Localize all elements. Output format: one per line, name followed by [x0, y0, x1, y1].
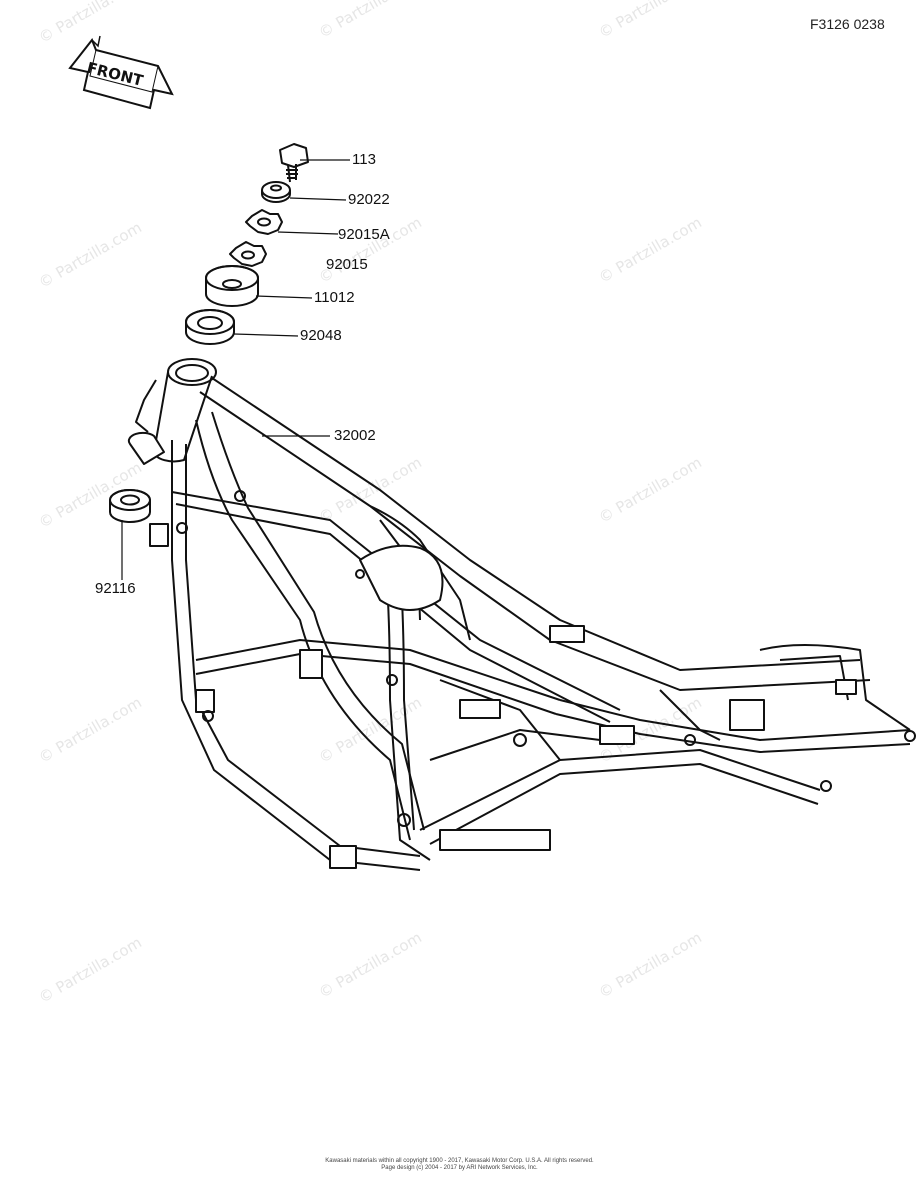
part-label-92116[interactable]: 92116	[95, 580, 136, 597]
part-label-32002[interactable]: 32002	[334, 427, 376, 444]
seal-92048	[185, 309, 235, 345]
copyright-line-1: Kawasaki materials within all copyright …	[325, 1158, 594, 1164]
part-label-92048[interactable]: 92048	[300, 327, 342, 344]
part-label-92022[interactable]: 92022	[348, 191, 390, 208]
part-label-92015a[interactable]: 92015A	[338, 226, 390, 243]
part-label-11012[interactable]: 11012	[314, 289, 355, 306]
washer-92022	[261, 181, 291, 203]
nut-92015	[229, 241, 267, 267]
copyright-line-2: Page design (c) 2004 - 2017 by ARI Netwo…	[381, 1165, 538, 1171]
part-label-92015[interactable]: 92015	[326, 256, 368, 273]
seal-92116	[109, 489, 151, 523]
cap-11012	[205, 265, 259, 307]
diagram-reference-code: F3126 0238	[810, 16, 885, 32]
copyright-footer: Kawasaki materials within all copyright …	[0, 1158, 919, 1172]
front-arrow-icon: FRONT	[68, 35, 174, 110]
part-label-113[interactable]: 113	[352, 151, 376, 168]
frame-32002	[127, 358, 916, 871]
nut-92015a	[245, 209, 283, 235]
bolt-113	[279, 143, 309, 183]
